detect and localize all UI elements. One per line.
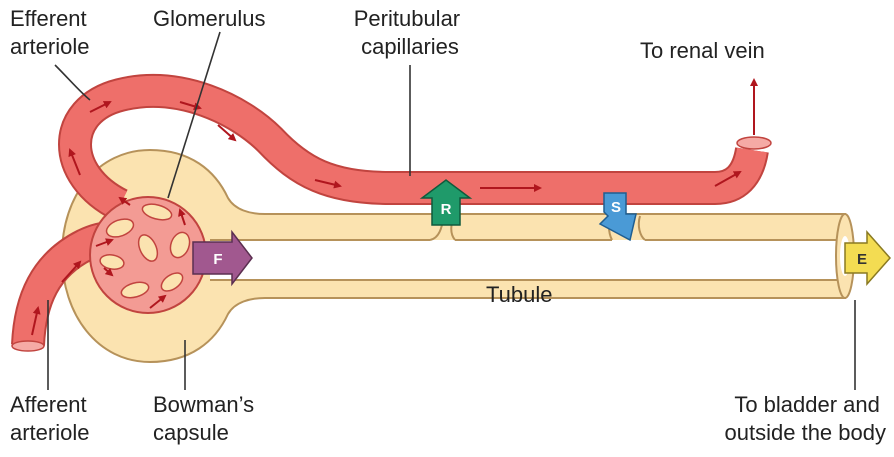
peritubular-capillaries-label: Peritubular capillaries bbox=[354, 6, 467, 59]
afferent-arteriole-label: Afferent arteriole bbox=[10, 392, 93, 445]
to-renal-vein-label: To renal vein bbox=[640, 38, 765, 63]
secretion-label: S bbox=[611, 199, 621, 216]
tubule-lumen bbox=[210, 240, 845, 280]
efferent-arteriole-label: Efferent arteriole bbox=[10, 6, 93, 59]
reabsorption-label: R bbox=[441, 201, 452, 218]
bowmans-capsule-label: Bowman’s capsule bbox=[153, 392, 260, 445]
glomerulus-label: Glomerulus bbox=[153, 6, 265, 31]
filtration-label: F bbox=[213, 251, 222, 268]
tubule-label: Tubule bbox=[486, 282, 552, 307]
excretion-label: E bbox=[857, 251, 867, 268]
to-bladder-label: To bladder and outside the body bbox=[725, 392, 886, 445]
